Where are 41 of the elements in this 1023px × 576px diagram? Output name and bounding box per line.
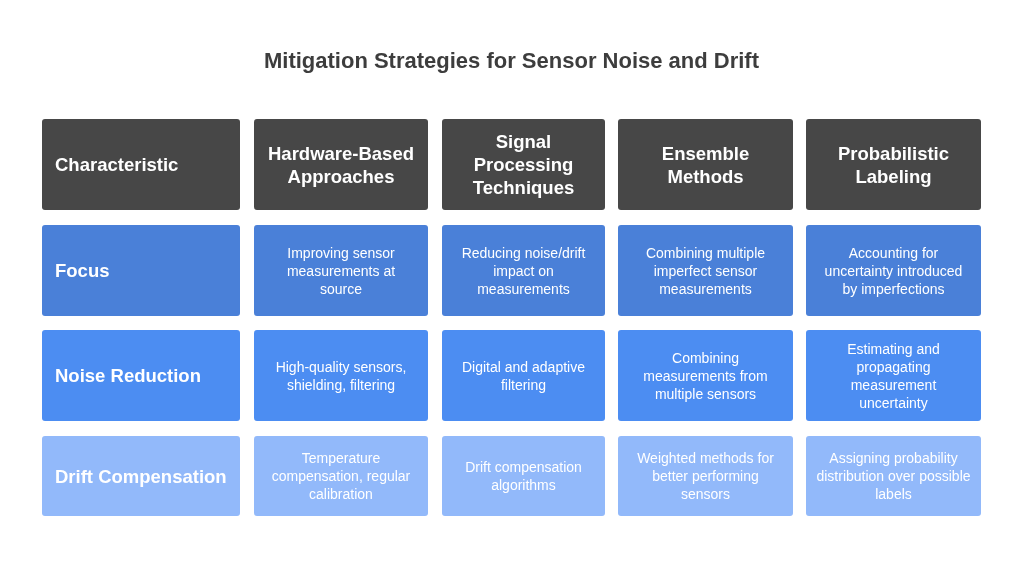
cell-text: Reducing noise/drift impact on measurements — [460, 243, 587, 298]
row-header-cell — [42, 330, 240, 421]
heading-text: Hardware-Based Approaches — [267, 141, 415, 188]
table-cell — [618, 436, 793, 516]
header-cell — [806, 119, 981, 210]
table-cell — [442, 436, 605, 516]
heading-text: Probabilistic Labeling — [837, 141, 950, 188]
heading-text: Signal Processing Techniques — [471, 130, 576, 199]
cell-text: Drift compensation algorithms — [464, 458, 583, 494]
table-cell — [442, 225, 605, 316]
table-cell — [618, 225, 793, 316]
header-cell — [618, 119, 793, 210]
cell-text: High-quality sensors, shielding, filtering — [274, 357, 408, 394]
cell-text: Combining measurements from multiple sensors — [642, 348, 769, 403]
row-header-cell — [42, 225, 240, 316]
header-cell — [254, 119, 428, 210]
heading-text: Characteristic — [55, 153, 179, 176]
heading-text: Drift Compensation — [55, 464, 227, 488]
table-cell — [442, 330, 605, 421]
table-cell — [618, 330, 793, 421]
cell-text: Weighted methods for better performing sensors — [636, 449, 775, 503]
table-cell — [806, 330, 981, 421]
table-cell — [254, 436, 428, 516]
cell-text: Assigning probability distribution over possible labels — [816, 449, 971, 503]
table-cell — [806, 225, 981, 316]
row-header-cell — [42, 436, 240, 516]
cell-text: Temperature compensation, regular calibration — [270, 449, 412, 503]
cell-text: Estimating and propagating measurement uncertainty — [846, 339, 941, 412]
header-cell — [42, 119, 240, 210]
table-cell — [254, 330, 428, 421]
cell-text: Improving sensor measurements at source — [285, 243, 397, 298]
header-cell — [442, 119, 605, 210]
cell-text: Digital and adaptive filtering — [461, 357, 586, 394]
table-cell — [806, 436, 981, 516]
cell-text: Accounting for uncertainty introduced by imperfections — [823, 243, 964, 298]
heading-text: Noise Reduction — [55, 364, 201, 387]
heading-text: Ensemble Methods — [660, 141, 751, 188]
cell-text: Combining multiple imperfect sensor measurements — [644, 243, 767, 298]
heading-text: Focus — [55, 259, 110, 282]
table-cell — [254, 225, 428, 316]
title: Mitigation Strategies for Sensor Noise and Drift — [262, 48, 761, 74]
